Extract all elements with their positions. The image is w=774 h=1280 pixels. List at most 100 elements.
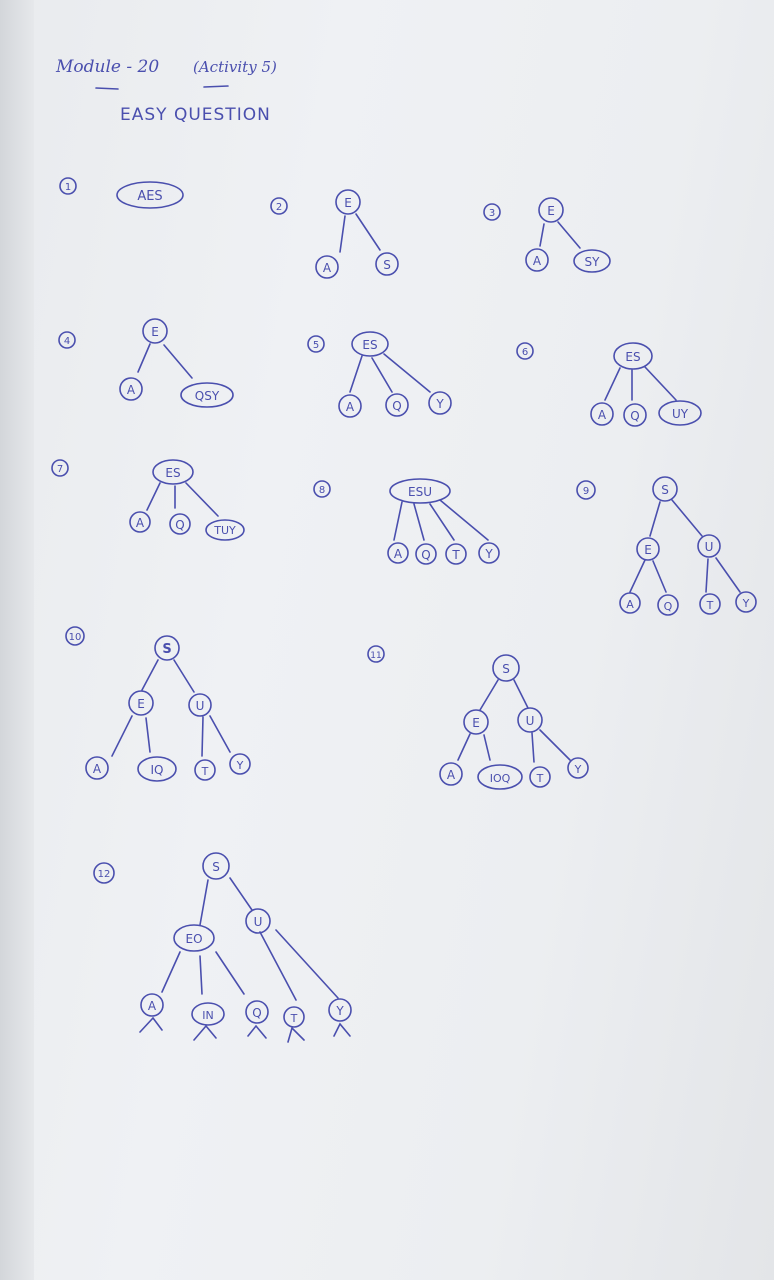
- tree-1: 1 AES: [59, 177, 184, 209]
- node-label: AES: [137, 189, 162, 204]
- tree-node: [613, 342, 653, 370]
- tree-node: [636, 537, 660, 561]
- node-label: E: [547, 204, 555, 218]
- tree-number: 11: [370, 651, 381, 661]
- activity-label: (Activity 5): [193, 58, 277, 76]
- node-label: U: [526, 714, 535, 728]
- tree-node: [116, 181, 184, 209]
- tree-9: 9 S E U A Q T Y: [576, 476, 757, 616]
- tree-number: 3: [489, 208, 495, 219]
- node-label: A: [346, 400, 355, 414]
- tree-12: 12 S EO U A IN Q T Y: [93, 852, 352, 1043]
- tree-node: [573, 249, 611, 273]
- node-label: S: [212, 860, 220, 874]
- tree-node: [525, 248, 549, 272]
- node-label: SY: [585, 255, 601, 269]
- tree-node: [492, 654, 520, 682]
- tree-5: 5 ES A Q Y: [307, 331, 452, 418]
- tree-number-circle: [59, 177, 77, 195]
- node-label: QSY: [195, 389, 220, 403]
- tree-node: [529, 766, 551, 788]
- node-label: A: [323, 261, 332, 275]
- tree-node: [85, 756, 109, 780]
- tree-11: 11 S E U A IOQ T Y: [367, 645, 589, 790]
- tree-node: [619, 592, 641, 614]
- tree-number-circle: [576, 480, 596, 500]
- node-label: A: [394, 547, 403, 561]
- node-label: T: [201, 765, 209, 778]
- node-label: Y: [742, 597, 750, 610]
- tree-node: [169, 513, 191, 535]
- node-label: A: [447, 768, 456, 782]
- node-label: S: [502, 662, 510, 676]
- node-label: Q: [252, 1006, 261, 1020]
- tree-4: 4 E A QSY: [58, 318, 234, 408]
- tree-node: [652, 476, 678, 502]
- tree-node: [415, 543, 437, 565]
- node-label: Q: [392, 399, 401, 413]
- tree-node: [428, 391, 452, 415]
- node-label: E: [151, 325, 159, 339]
- tree-edges: [604, 366, 677, 401]
- tree-number-circle: [93, 862, 115, 884]
- tree-node: [538, 197, 564, 223]
- tree-node: [478, 542, 500, 564]
- tree-node: [245, 1000, 269, 1024]
- node-label: ES: [362, 338, 377, 352]
- tree-edges: [161, 877, 339, 1001]
- node-label: Y: [484, 547, 493, 561]
- tree-node: [137, 756, 177, 782]
- node-label: A: [598, 408, 607, 422]
- tree-node: [173, 924, 215, 952]
- tree-node: [445, 543, 467, 565]
- tree-number: 6: [522, 347, 528, 358]
- tree-number: 2: [276, 202, 282, 213]
- page-header: Module - 20 (Activity 5) EASY QUESTION: [55, 57, 277, 125]
- tree-node: [735, 591, 757, 613]
- tree-node: [191, 1002, 225, 1026]
- tree-node: [152, 459, 194, 485]
- node-label: ES: [625, 350, 640, 364]
- tree-number: 10: [69, 632, 82, 643]
- tree-number: 1: [65, 182, 71, 193]
- tree-edges: [539, 221, 581, 249]
- tree-number-circle: [51, 459, 69, 477]
- tree-node: [229, 753, 251, 775]
- tree-node: [389, 478, 451, 504]
- node-label: A: [127, 383, 136, 397]
- tree-node: [567, 757, 589, 779]
- tree-node: [205, 519, 245, 541]
- tree-6: 6 ES A Q UY: [516, 342, 702, 427]
- tree-node: [188, 693, 212, 717]
- tree-number-circle: [307, 335, 325, 353]
- tree-node: [463, 709, 489, 735]
- node-label: E: [472, 716, 480, 730]
- node-label: ES: [165, 466, 180, 480]
- tree-node: [194, 759, 216, 781]
- node-label: EO: [185, 932, 202, 946]
- node-label: Y: [435, 397, 444, 411]
- node-label: A: [626, 598, 634, 611]
- tree-number: 4: [64, 336, 70, 347]
- tree-node: [697, 534, 721, 558]
- tree-edges: [629, 499, 741, 593]
- node-label: TUY: [213, 524, 236, 537]
- tree-edges: [146, 482, 219, 517]
- tree-node: [657, 594, 679, 616]
- title-underline: [95, 87, 119, 90]
- subtitle: EASY QUESTION: [120, 105, 271, 125]
- tree-node: [245, 908, 271, 934]
- tree-node: [351, 331, 389, 357]
- tree-node: [128, 690, 154, 716]
- tree-node: [699, 593, 721, 615]
- node-label: Y: [236, 759, 244, 772]
- node-label: Q: [175, 518, 184, 532]
- tree-node: [142, 318, 168, 344]
- tree-number-circle: [483, 203, 501, 221]
- tree-node: [658, 400, 702, 426]
- node-label: T: [290, 1012, 298, 1025]
- tree-edges: [339, 213, 381, 253]
- node-label: IN: [202, 1009, 213, 1022]
